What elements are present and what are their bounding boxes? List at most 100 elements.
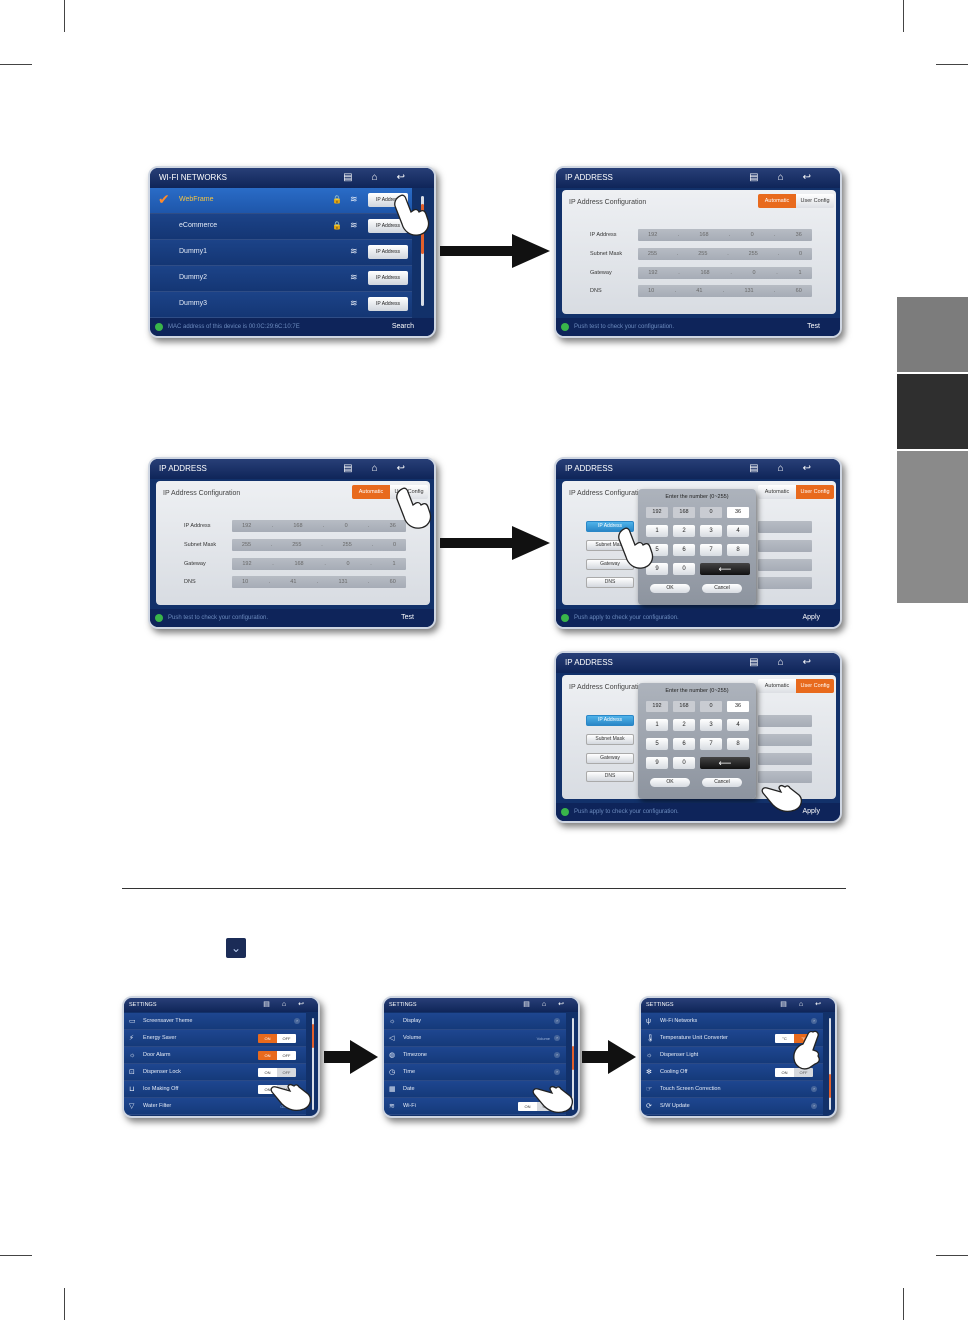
mode-toggle[interactable]: Automatic User Config bbox=[758, 194, 834, 208]
key-7[interactable]: 7 bbox=[700, 738, 722, 750]
automatic-option[interactable]: Automatic bbox=[352, 485, 390, 499]
key-4[interactable]: 4 bbox=[727, 525, 749, 537]
test-button[interactable]: Test bbox=[401, 614, 414, 621]
key-9[interactable]: 9 bbox=[646, 757, 668, 769]
key-6[interactable]: 6 bbox=[673, 738, 695, 750]
test-button[interactable]: Test bbox=[807, 323, 820, 330]
back-icon[interactable]: ↩ bbox=[815, 1001, 833, 1008]
key-9[interactable]: 9 bbox=[646, 563, 668, 575]
memo-icon[interactable]: ▤ bbox=[343, 463, 372, 474]
key-7[interactable]: 7 bbox=[700, 544, 722, 556]
key-2[interactable]: 2 bbox=[673, 525, 695, 537]
key-5[interactable]: 5 bbox=[646, 738, 668, 750]
memo-icon[interactable]: ▤ bbox=[343, 172, 372, 183]
memo-icon[interactable]: ▤ bbox=[523, 1001, 542, 1008]
key-0[interactable]: 0 bbox=[673, 757, 695, 769]
memo-icon[interactable]: ▤ bbox=[749, 463, 778, 474]
ok-button[interactable]: OK bbox=[650, 584, 690, 593]
settings-row[interactable]: ◷Time› bbox=[384, 1064, 566, 1081]
key-4[interactable]: 4 bbox=[727, 719, 749, 731]
temperature-unit-toggle[interactable]: °C°F bbox=[775, 1034, 813, 1043]
subnet-mask-field-button[interactable]: Subnet Mask bbox=[586, 734, 634, 745]
cancel-button[interactable]: Cancel bbox=[702, 584, 742, 593]
key-1[interactable]: 1 bbox=[646, 525, 668, 537]
key-6[interactable]: 6 bbox=[673, 544, 695, 556]
back-icon[interactable]: ↩ bbox=[396, 172, 424, 183]
back-icon[interactable]: ↩ bbox=[802, 172, 830, 183]
settings-row[interactable]: ☞Touch Screen Correction› bbox=[641, 1081, 823, 1098]
ip-address-button[interactable]: IP Address bbox=[368, 297, 408, 311]
key-8[interactable]: 8 bbox=[727, 544, 749, 556]
automatic-option[interactable]: Automatic bbox=[758, 679, 796, 693]
scrollbar[interactable] bbox=[312, 1018, 314, 1110]
key-8[interactable]: 8 bbox=[727, 738, 749, 750]
key-3[interactable]: 3 bbox=[700, 719, 722, 731]
memo-icon[interactable]: ▤ bbox=[749, 657, 778, 668]
back-icon[interactable]: ↩ bbox=[558, 1001, 576, 1008]
network-row[interactable]: ✔ WebFrame 🔒 ≋ IP Address bbox=[150, 188, 412, 214]
scrollbar[interactable] bbox=[829, 1018, 831, 1110]
cancel-button[interactable]: Cancel bbox=[702, 778, 742, 787]
automatic-option[interactable]: Automatic bbox=[758, 485, 796, 499]
dns-field-button[interactable]: DNS bbox=[586, 771, 634, 782]
settings-row[interactable]: ◍Timezone› bbox=[384, 1047, 566, 1064]
backspace-key[interactable]: ⟵ bbox=[700, 563, 750, 575]
back-icon[interactable]: ↩ bbox=[802, 463, 830, 474]
home-icon[interactable]: ⌂ bbox=[777, 463, 803, 474]
home-icon[interactable]: ⌂ bbox=[798, 1001, 816, 1008]
automatic-option[interactable]: Automatic bbox=[758, 194, 796, 208]
key-1[interactable]: 1 bbox=[646, 719, 668, 731]
settings-row[interactable]: ☼Display› bbox=[384, 1013, 566, 1030]
home-icon[interactable]: ⌂ bbox=[541, 1001, 559, 1008]
back-icon[interactable]: ↩ bbox=[298, 1001, 316, 1008]
ip-address-button[interactable]: IP Address bbox=[368, 245, 408, 259]
user-config-option[interactable]: User Config bbox=[796, 485, 834, 499]
scrollbar[interactable] bbox=[572, 1018, 574, 1110]
network-row[interactable]: Dummy2 ≋ IP Address bbox=[150, 266, 412, 292]
dns-field-button[interactable]: DNS bbox=[586, 577, 634, 588]
key-2[interactable]: 2 bbox=[673, 719, 695, 731]
back-icon[interactable]: ↩ bbox=[802, 657, 830, 668]
home-icon[interactable]: ⌂ bbox=[777, 172, 803, 183]
home-icon[interactable]: ⌂ bbox=[777, 657, 803, 668]
gateway-field-button[interactable]: Gateway bbox=[586, 753, 634, 764]
home-icon[interactable]: ⌂ bbox=[281, 1001, 299, 1008]
ok-button[interactable]: OK bbox=[650, 778, 690, 787]
apply-button[interactable]: Apply bbox=[802, 614, 820, 621]
key-0[interactable]: 0 bbox=[673, 563, 695, 575]
backspace-key[interactable]: ⟵ bbox=[700, 757, 750, 769]
network-row[interactable]: Dummy3 ≋ IP Address bbox=[150, 292, 412, 318]
mode-toggle[interactable]: Automatic User Config bbox=[758, 485, 834, 499]
user-config-option[interactable]: User Config bbox=[796, 194, 834, 208]
user-config-option[interactable]: User Config bbox=[796, 679, 834, 693]
ip-address-field-button[interactable]: IP Address bbox=[586, 521, 634, 532]
memo-icon[interactable]: ▤ bbox=[749, 172, 778, 183]
mode-toggle[interactable]: Automatic User Config bbox=[758, 679, 834, 693]
settings-row[interactable]: ▭Screensaver Theme› bbox=[124, 1013, 306, 1030]
network-row[interactable]: Dummy1 ≋ IP Address bbox=[150, 240, 412, 266]
settings-row[interactable]: ⟳S/W Update› bbox=[641, 1098, 823, 1115]
home-icon[interactable]: ⌂ bbox=[371, 172, 397, 183]
network-row[interactable]: eCommerce 🔒 ≋ IP Address bbox=[150, 214, 412, 240]
key-3[interactable]: 3 bbox=[700, 525, 722, 537]
memo-icon[interactable]: ▤ bbox=[780, 1001, 799, 1008]
settings-row[interactable]: 🌡Temperature Unit Converter°C°F bbox=[641, 1030, 823, 1047]
back-icon[interactable]: ↩ bbox=[396, 463, 424, 474]
apply-button[interactable]: Apply bbox=[802, 808, 820, 815]
home-icon[interactable]: ⌂ bbox=[371, 463, 397, 474]
ip-address-button[interactable]: IP Address bbox=[368, 219, 408, 233]
ip-address-button[interactable]: IP Address bbox=[368, 271, 408, 285]
memo-icon[interactable]: ▤ bbox=[263, 1001, 282, 1008]
ip-address-field-button[interactable]: IP Address bbox=[586, 715, 634, 726]
search-button[interactable]: Search bbox=[391, 323, 414, 330]
